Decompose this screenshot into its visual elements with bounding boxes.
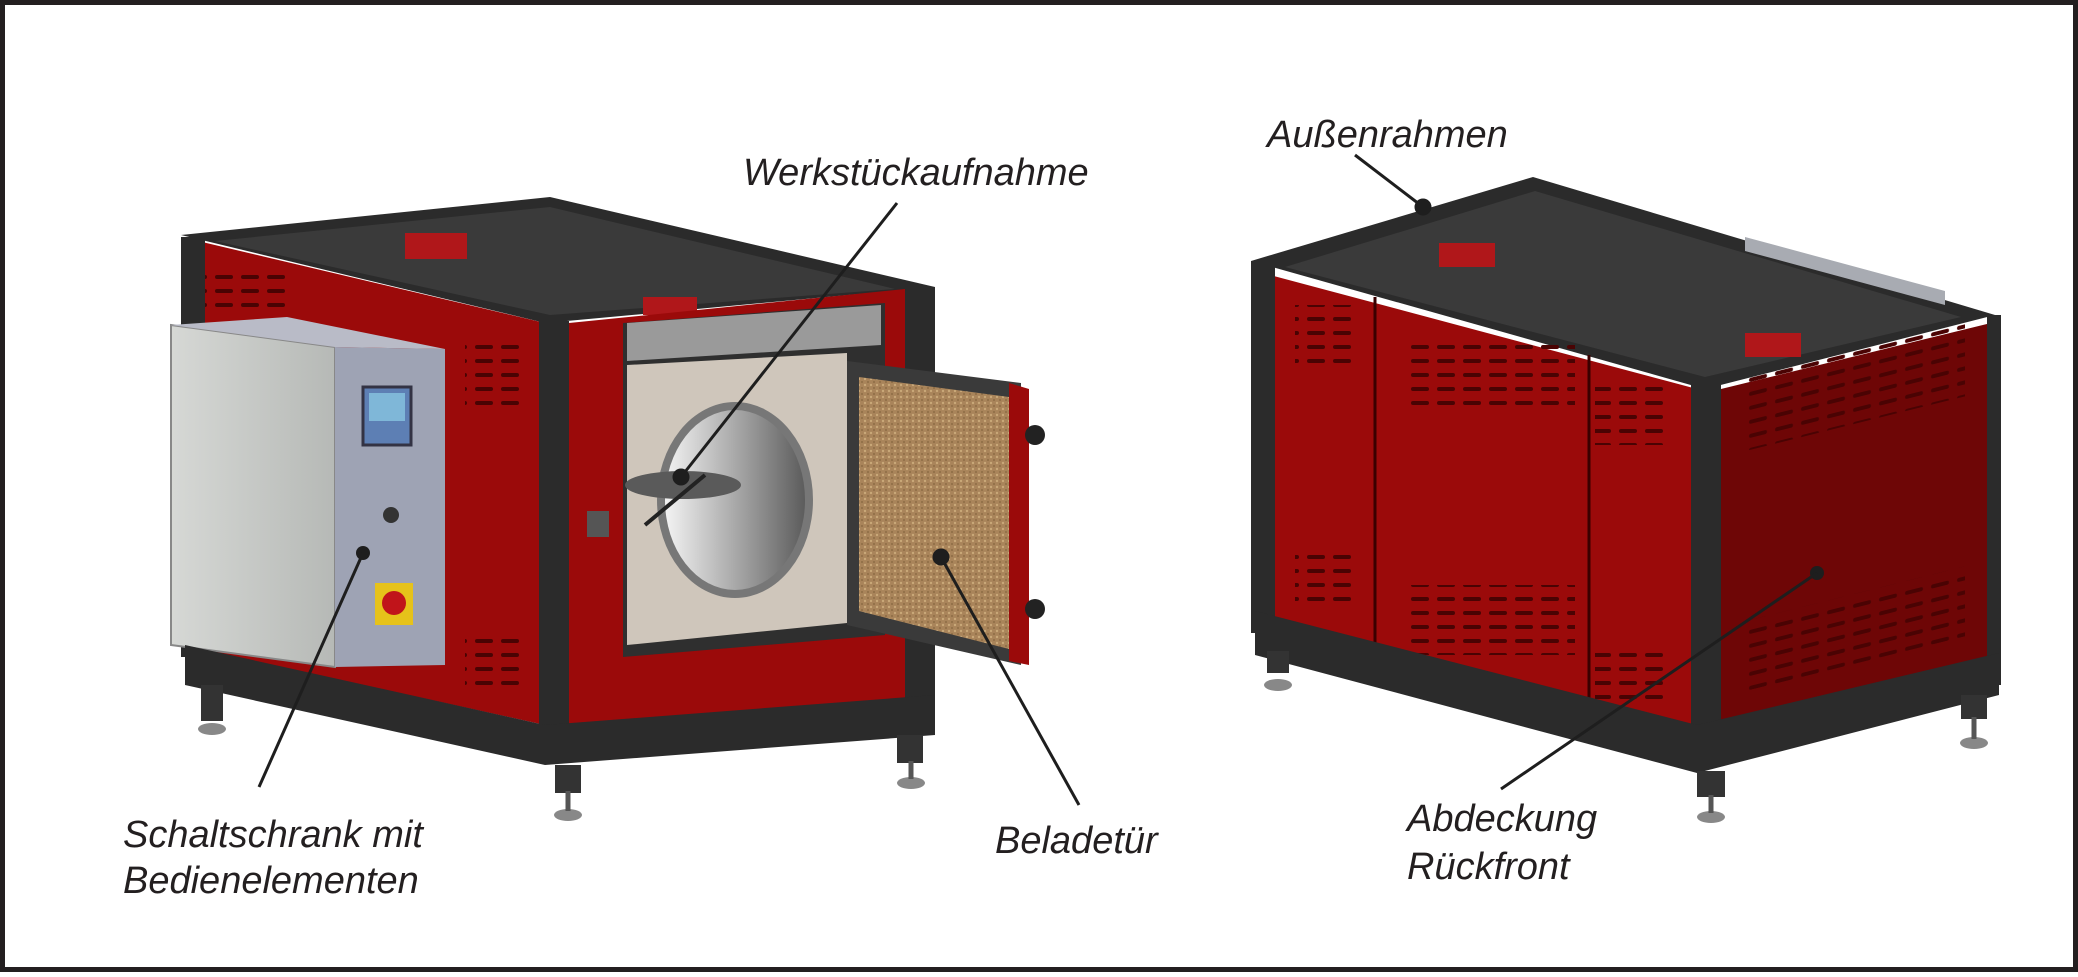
leader-beladetuer-dot: [932, 548, 950, 566]
left-base: [185, 645, 935, 765]
left-side-vents-2: [465, 335, 525, 405]
right-long-vents-4: [1295, 555, 1355, 605]
label-aussenrahmen: Außenrahmen: [1265, 114, 1508, 156]
right-foot-1: [1267, 651, 1289, 673]
right-foot-pad-1: [1264, 679, 1292, 691]
label-abdeckung-line1: Abdeckung: [1405, 798, 1597, 840]
right-foot-2: [1697, 771, 1725, 797]
leader-aussenrahmen-dot: [1414, 198, 1432, 216]
door-hinge-top: [1025, 425, 1045, 445]
right-long-vents-2: [1405, 335, 1575, 405]
right-foot-pad-2: [1697, 811, 1725, 823]
right-long-vents-5: [1405, 585, 1575, 655]
right-long-side: [1255, 271, 1697, 745]
label-beladetuer: Beladetür: [995, 820, 1159, 862]
leader-werkstueck: [679, 202, 899, 478]
leader-lines: [257, 153, 1818, 806]
rear-cover-vents-bottom: [1745, 566, 1965, 692]
label-abdeckung-line2: Rückfront: [1407, 846, 1571, 888]
right-rear-unit: [1745, 237, 1945, 305]
left-post-middle: [539, 321, 569, 761]
right-long-vents-3: [1595, 385, 1665, 445]
left-top-panel: [215, 207, 895, 315]
right-top-handle-2: [1745, 333, 1801, 357]
leader-beladetuer: [939, 556, 1081, 806]
left-foot-pad-1: [198, 723, 226, 735]
right-long-vents-1: [1295, 305, 1355, 365]
right-foot-3: [1961, 695, 1987, 719]
control-cabinet-front: [170, 323, 336, 669]
right-post-rear: [1251, 261, 1275, 633]
left-foot-pad-2: [554, 809, 582, 821]
left-top-handle-2: [643, 297, 697, 315]
main-switch-knob: [382, 591, 406, 615]
left-side-vents: [205, 270, 285, 310]
labels: Werkstückaufnahme Schaltschrank mit Bedi…: [123, 114, 1597, 902]
left-foot-3: [897, 735, 923, 763]
control-display-screen: [369, 393, 405, 421]
drum-inner: [665, 410, 805, 590]
left-top-handle: [405, 233, 467, 259]
right-top-panel: [1285, 191, 1961, 377]
right-long-vents-6: [1595, 645, 1665, 705]
door-hinge-bottom: [1025, 599, 1045, 619]
right-post-front: [1691, 385, 1721, 761]
right-base: [1255, 611, 1999, 773]
label-werkstueckaufnahme: Werkstückaufnahme: [743, 152, 1089, 194]
leader-aussenrahmen: [1354, 153, 1424, 209]
leader-schaltschrank: [257, 552, 365, 788]
workpiece-holder-arm: [643, 473, 707, 527]
left-foot-pad-3: [897, 777, 925, 789]
loading-door-insulation: [859, 377, 1009, 649]
right-top-handle-1: [1439, 243, 1495, 267]
right-post-side: [1987, 315, 2001, 685]
machine-illustration: Werkstückaufnahme Schaltschrank mit Bedi…: [123, 114, 2001, 902]
chamber-top-strip: [627, 305, 881, 361]
front-latch: [587, 511, 609, 537]
left-foot-2: [555, 765, 581, 793]
leader-abdeckung: [1500, 571, 1818, 791]
left-machine: [170, 197, 1045, 821]
rear-cover-vents-top: [1745, 316, 1965, 452]
left-side-vents-3: [465, 635, 525, 695]
left-foot-1: [201, 685, 223, 721]
control-knob: [383, 507, 399, 523]
label-schaltschrank-line2: Bedienelementen: [123, 860, 419, 902]
control-cabinet-top: [171, 317, 445, 349]
loading-door-back: [1009, 383, 1029, 665]
right-foot-pad-3: [1960, 737, 1988, 749]
right-machine: [1251, 177, 2001, 823]
label-schaltschrank-line1: Schaltschrank mit: [123, 814, 424, 856]
leader-werkstueck-dot: [672, 468, 690, 486]
